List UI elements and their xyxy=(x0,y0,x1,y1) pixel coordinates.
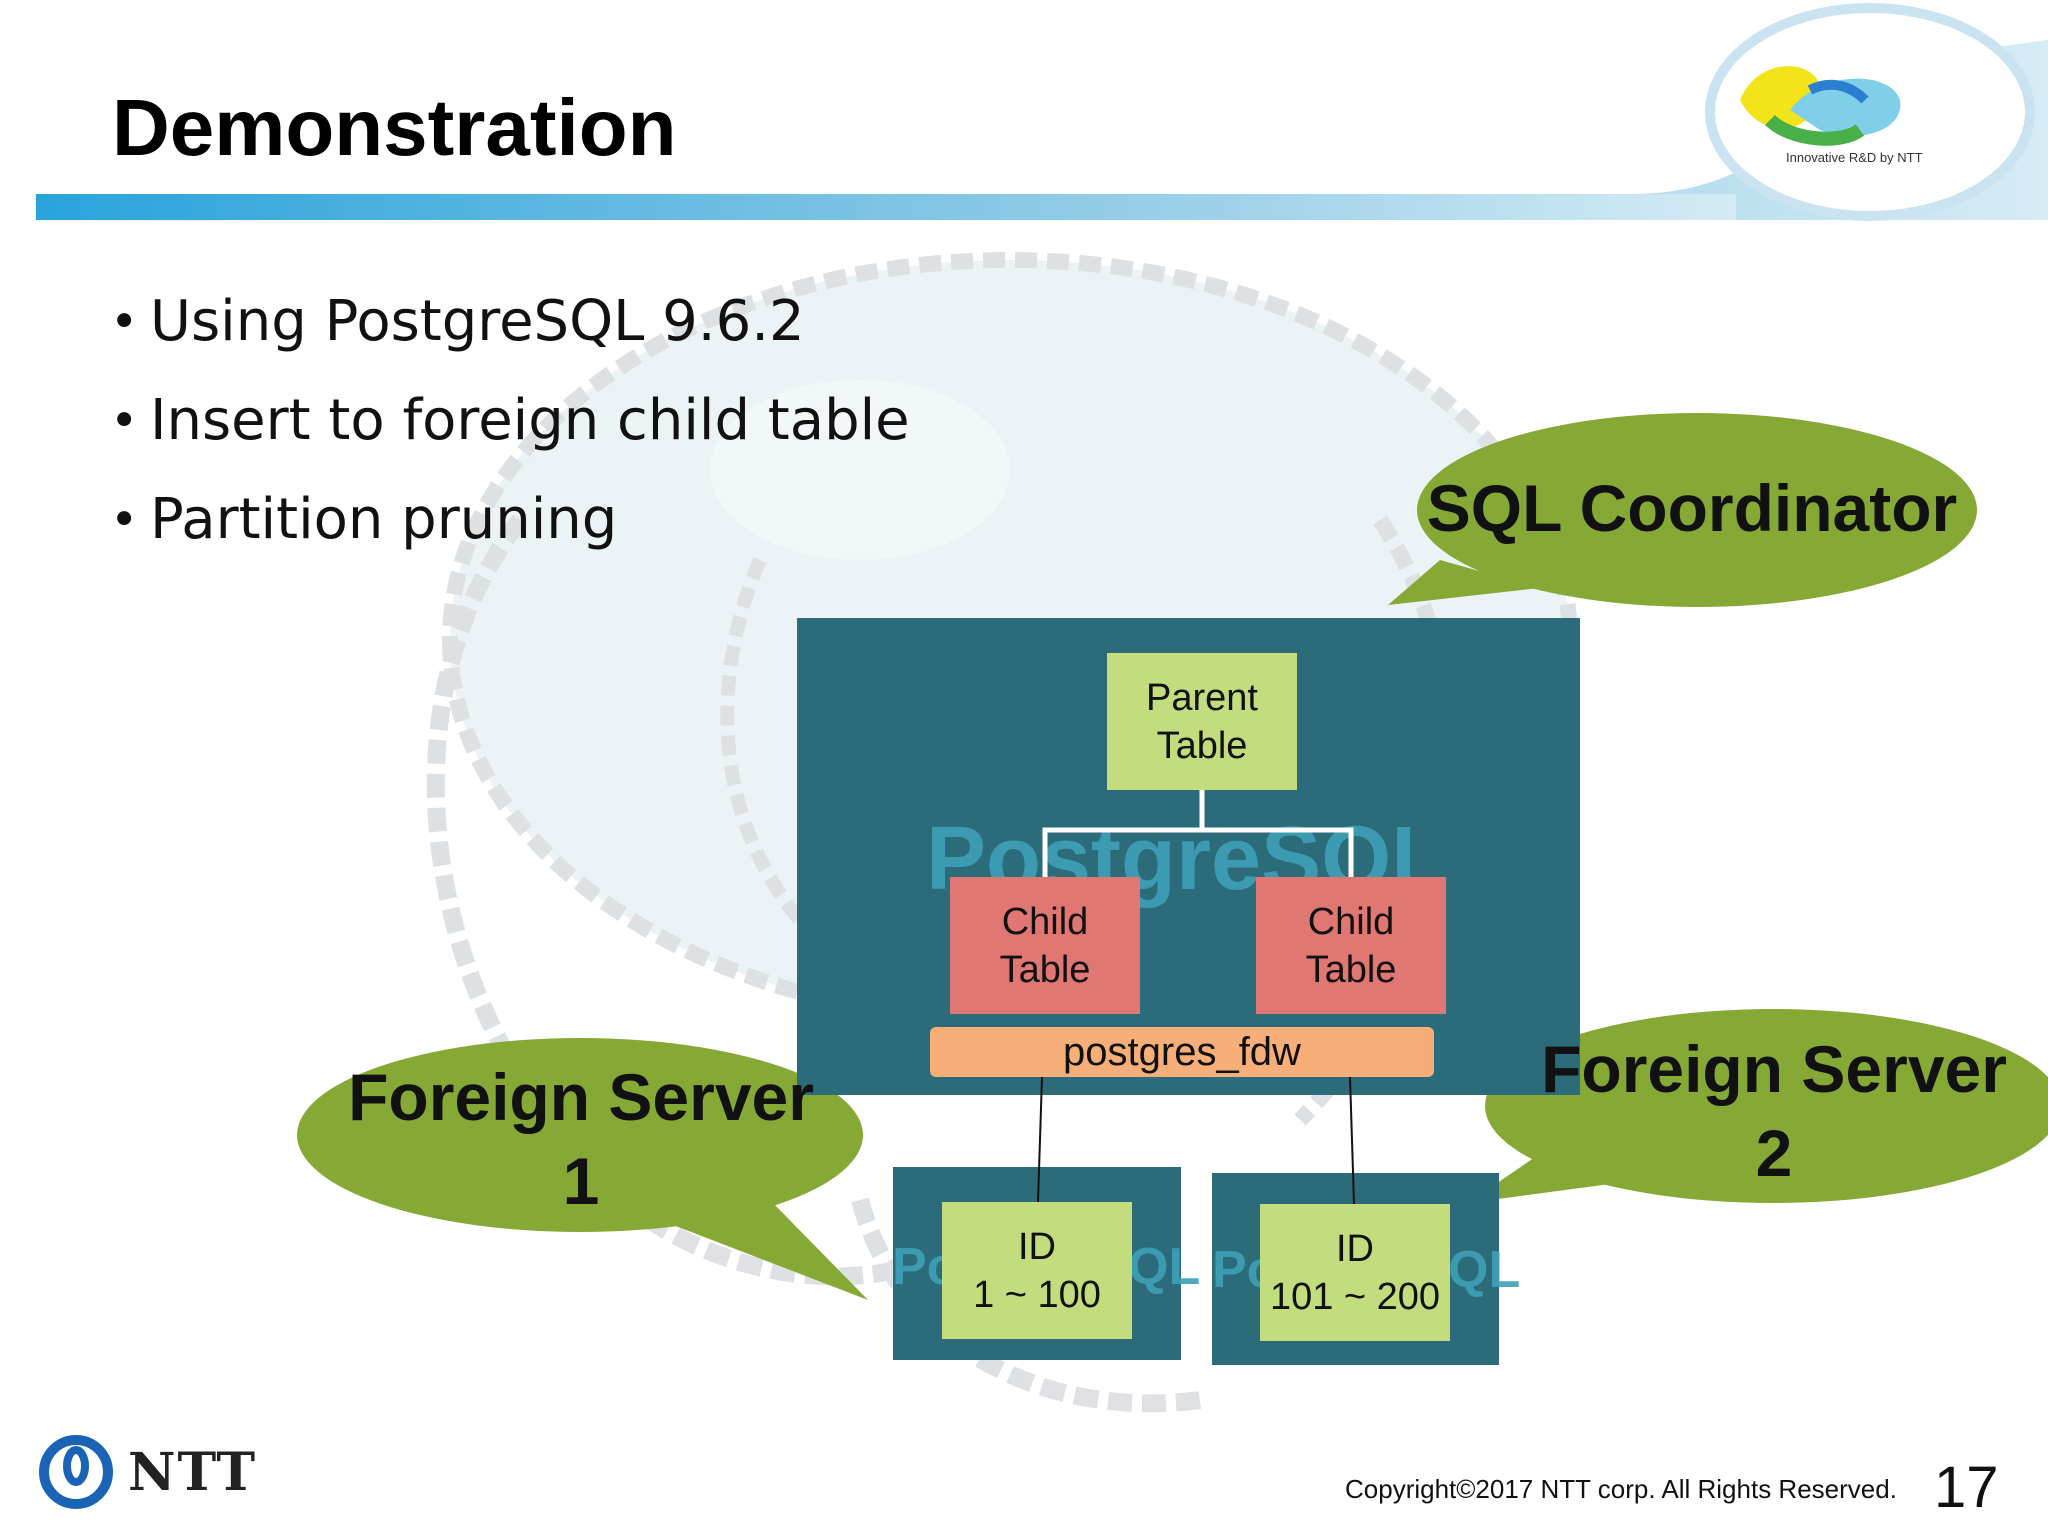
shard-1-watermark-right: QL xyxy=(1128,1238,1201,1296)
parent-to-children-connector xyxy=(1042,790,1205,877)
parent-to-child-2-connector xyxy=(1202,827,1354,877)
postgres-fdw-bar: postgres_fdw xyxy=(930,1027,1434,1077)
foreign-server-1-label: Foreign Server 1 xyxy=(348,1060,814,1218)
shard-1-id-range: ID 1 ~ 100 xyxy=(942,1202,1132,1339)
shard-2-id-range: ID 101 ~ 200 xyxy=(1260,1204,1450,1341)
bullet-text: Using PostgreSQL 9.6.2 xyxy=(150,289,805,354)
foreign-server-2-callout xyxy=(1468,1009,2048,1203)
child-table-node: Child Table xyxy=(1256,877,1446,1014)
copyright-text: Copyright©2017 NTT corp. All Rights Rese… xyxy=(1345,1474,1897,1504)
child-table-node: Child Table xyxy=(950,877,1140,1014)
bullet-dot-icon: • xyxy=(110,393,139,449)
fdw-to-shard-2-connector xyxy=(1349,1076,1355,1205)
bullet-dot-icon: • xyxy=(110,492,139,548)
parent-table-node: Parent Table xyxy=(1107,653,1297,790)
bullet-text: Partition pruning xyxy=(150,487,618,552)
sql-coordinator-callout xyxy=(1388,413,1977,607)
ntt-wordmark: NTT xyxy=(128,1441,258,1503)
shard-2-watermark-right: QL xyxy=(1448,1241,1521,1299)
bullet-list: •Using PostgreSQL 9.6.2 •Insert to forei… xyxy=(110,282,910,579)
innovative-rd-logo-icon xyxy=(1740,66,1901,146)
bullet-item: •Partition pruning xyxy=(110,480,910,579)
bullet-item: •Using PostgreSQL 9.6.2 xyxy=(110,282,910,381)
bullet-dot-icon: • xyxy=(110,294,139,350)
sql-coordinator-label: SQL Coordinator xyxy=(1426,471,1958,545)
foreign-server-1-callout xyxy=(297,1038,868,1300)
bullet-text: Insert to foreign child table xyxy=(150,388,910,453)
ntt-logo: NTT xyxy=(36,1432,257,1512)
page-number: 17 xyxy=(1934,1455,1999,1520)
fdw-to-shard-1-connector xyxy=(1037,1076,1043,1203)
brand-tagline: Innovative R&D by NTT xyxy=(1786,150,1923,165)
ntt-ring-icon xyxy=(39,1435,113,1509)
bullet-item: •Insert to foreign child table xyxy=(110,381,910,480)
foreign-server-2-label: Foreign Server 2 xyxy=(1541,1032,2007,1190)
page-title: Demonstration xyxy=(112,83,677,172)
